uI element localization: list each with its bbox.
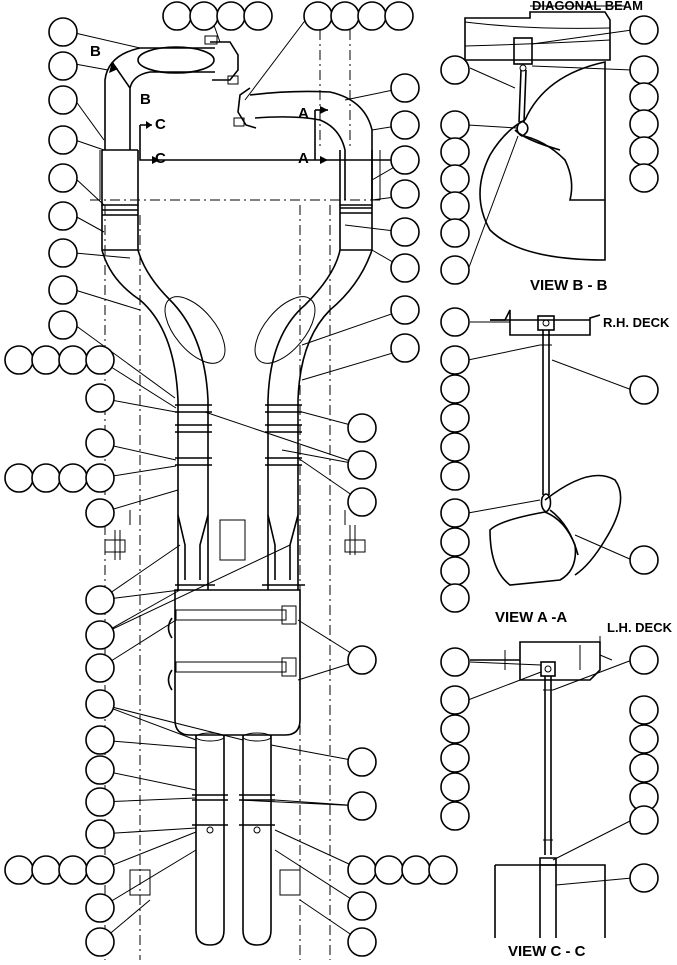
section-mark-a2: A — [298, 150, 309, 167]
diagonal-beam-label: DIAGONAL BEAM — [532, 0, 643, 13]
view-aa-title: VIEW A -A — [495, 609, 567, 626]
section-mark-b1: B — [90, 43, 101, 60]
view-cc-detail: L.H. DECK VIEW C - C — [440, 620, 673, 960]
section-mark-a1: A — [298, 105, 309, 122]
section-mark-b2: B — [140, 91, 151, 108]
view-bb-detail: DIAGONAL BEAM VIEW B - B — [440, 0, 659, 294]
section-mark-c2: C — [155, 150, 166, 167]
rh-deck-label: R.H. DECK — [603, 315, 670, 330]
view-aa-detail: R.H. DECK VIEW A -A — [440, 307, 670, 626]
lh-deck-label: L.H. DECK — [607, 620, 673, 635]
main-assembly: B B C C A A — [4, 1, 458, 960]
section-mark-c1: C — [155, 116, 166, 133]
view-cc-title: VIEW C - C — [508, 943, 586, 960]
view-bb-title: VIEW B - B — [530, 277, 608, 294]
